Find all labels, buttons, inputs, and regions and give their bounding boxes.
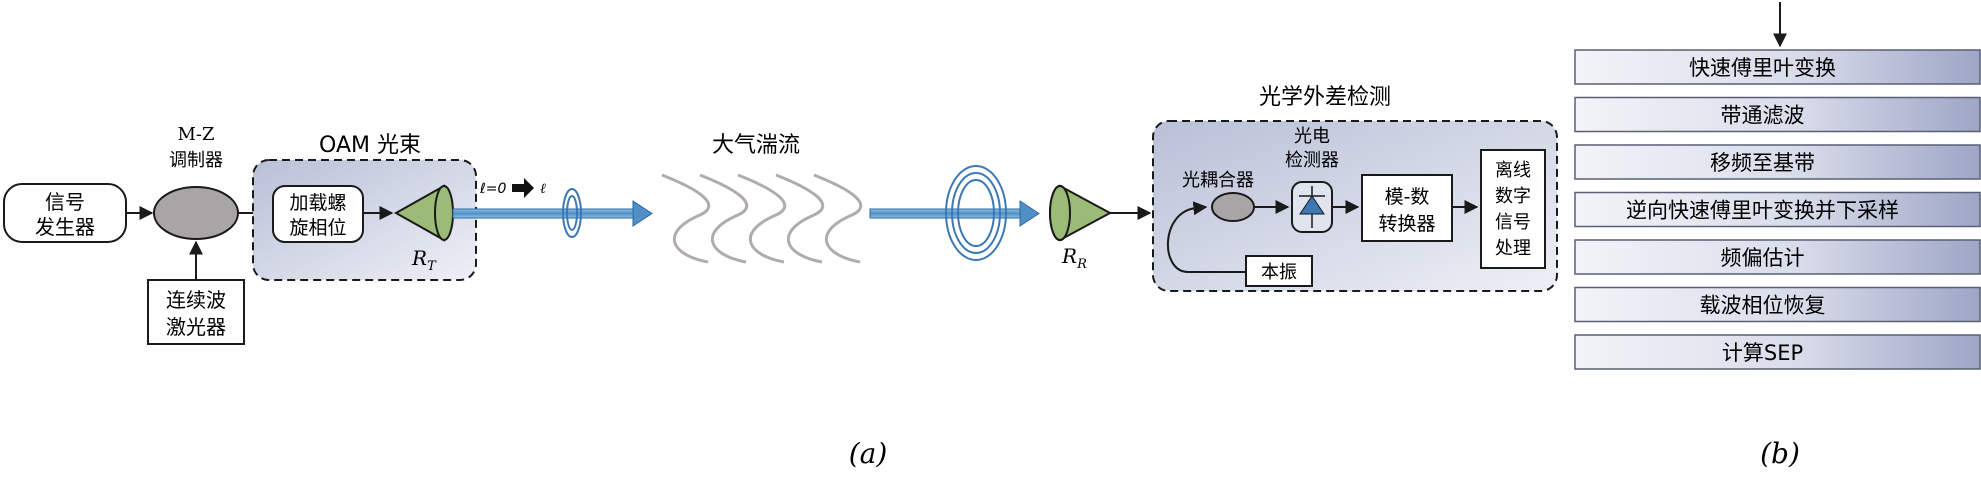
processing-step: 载波相位恢复: [1574, 286, 1981, 323]
arrow-lo-to-coupler: [1167, 201, 1246, 273]
coupler-label: 光耦合器: [1182, 170, 1254, 191]
processing-step-box: [1574, 334, 1981, 370]
oam-ring-large: [945, 165, 1007, 261]
rx-label: RR: [1061, 244, 1087, 272]
turbulence-waves: [661, 173, 863, 264]
processing-step-label: 移频至基带: [1710, 151, 1815, 175]
adc-label-2: 转换器: [1378, 213, 1435, 235]
mode-target-label: ℓ: [540, 181, 546, 197]
mz-label-2: 调制器: [169, 150, 223, 171]
rx-lens: [1049, 184, 1113, 242]
adc-block: [1361, 174, 1453, 242]
signal-generator-label-2: 发生器: [35, 215, 95, 239]
processing-step: 频偏估计: [1574, 239, 1981, 275]
oam-beam-title: OAM 光束: [319, 133, 421, 158]
processing-step-box: [1574, 286, 1981, 323]
panel-a: 信号 发生器 M-Z 调制器 连续波 激光器 OAM 光束 加载螺 旋相位: [3, 85, 1558, 470]
caption-a: (a): [849, 437, 888, 470]
mz-ellipse: [153, 186, 239, 240]
processing-step-box: [1574, 239, 1981, 275]
processing-step-label: 逆向快速傅里叶变换并下采样: [1626, 199, 1899, 223]
photodetector-label-1: 光电: [1294, 126, 1330, 147]
mz-label-1: M-Z: [177, 124, 214, 145]
cw-laser-label-1: 连续波: [166, 288, 226, 312]
processing-step-label: 带通滤波: [1721, 104, 1805, 128]
phase-loading-label-1: 加载螺: [289, 192, 346, 214]
offline-dsp-label-2: 数字: [1495, 186, 1531, 207]
heterodyne-title: 光学外差检测: [1259, 85, 1391, 110]
mz-modulator-block: M-Z 调制器: [153, 124, 239, 240]
mode-conversion-arrow: [512, 178, 534, 198]
oam-ring-small: [562, 188, 582, 238]
offline-dsp-label-3: 信号: [1495, 212, 1531, 233]
coupler-ellipse: [1211, 192, 1255, 222]
phase-loading-label-2: 旋相位: [289, 217, 346, 239]
processing-step-box: [1574, 144, 1981, 180]
processing-step: 逆向快速傅里叶变换并下采样: [1574, 191, 1981, 228]
processing-step-box: [1574, 49, 1981, 85]
offline-dsp-label-1: 离线: [1495, 160, 1531, 181]
heterodyne-detection-group: 光学外差检测 光耦合器 光电 检测器 模-数 转换器 离线 数字 信号 处理: [1152, 85, 1558, 292]
processing-steps: 快速傅里叶变换带通滤波移频至基带逆向快速傅里叶变换并下采样频偏估计载波相位恢复计…: [1574, 49, 1981, 370]
signal-generator-label-1: 信号: [45, 190, 85, 214]
local-oscillator-label: 本振: [1261, 262, 1297, 283]
processing-step-label: 载波相位恢复: [1700, 294, 1826, 318]
processing-step: 带通滤波: [1574, 96, 1981, 133]
processing-step-label: 快速傅里叶变换: [1689, 56, 1836, 80]
processing-step-label: 频偏估计: [1721, 246, 1805, 270]
mode-conversion-label: ℓ=0: [479, 181, 507, 197]
panel-b: 快速傅里叶变换带通滤波移频至基带逆向快速傅里叶变换并下采样频偏估计载波相位恢复计…: [1574, 2, 1981, 470]
adc-label-1: 模-数: [1385, 186, 1430, 208]
turbulence-label: 大气湍流: [712, 133, 800, 158]
tx-beam: [452, 200, 653, 227]
signal-generator-block: 信号 发生器: [3, 183, 127, 243]
cw-laser-label-2: 激光器: [166, 315, 226, 339]
offline-dsp-label-4: 处理: [1495, 238, 1531, 259]
processing-step: 快速傅里叶变换: [1574, 49, 1981, 85]
photodetector-icon: [1291, 181, 1333, 233]
cw-laser-block: 连续波 激光器: [147, 279, 245, 345]
processing-step-box: [1574, 96, 1981, 133]
processing-step: 移频至基带: [1574, 144, 1981, 180]
processing-step-label: 计算SEP: [1722, 341, 1803, 365]
rx-beam: [869, 200, 1040, 227]
tx-lens: [393, 184, 454, 242]
caption-b: (b): [1760, 437, 1800, 470]
offline-dsp-block: [1480, 149, 1546, 269]
processing-step-box: [1574, 191, 1981, 228]
oam-beam-group: OAM 光束 加载螺 旋相位 RT: [252, 133, 477, 281]
photodetector-label-2: 检测器: [1285, 150, 1339, 171]
processing-step: 计算SEP: [1574, 334, 1981, 370]
tx-label: RT: [411, 246, 437, 274]
